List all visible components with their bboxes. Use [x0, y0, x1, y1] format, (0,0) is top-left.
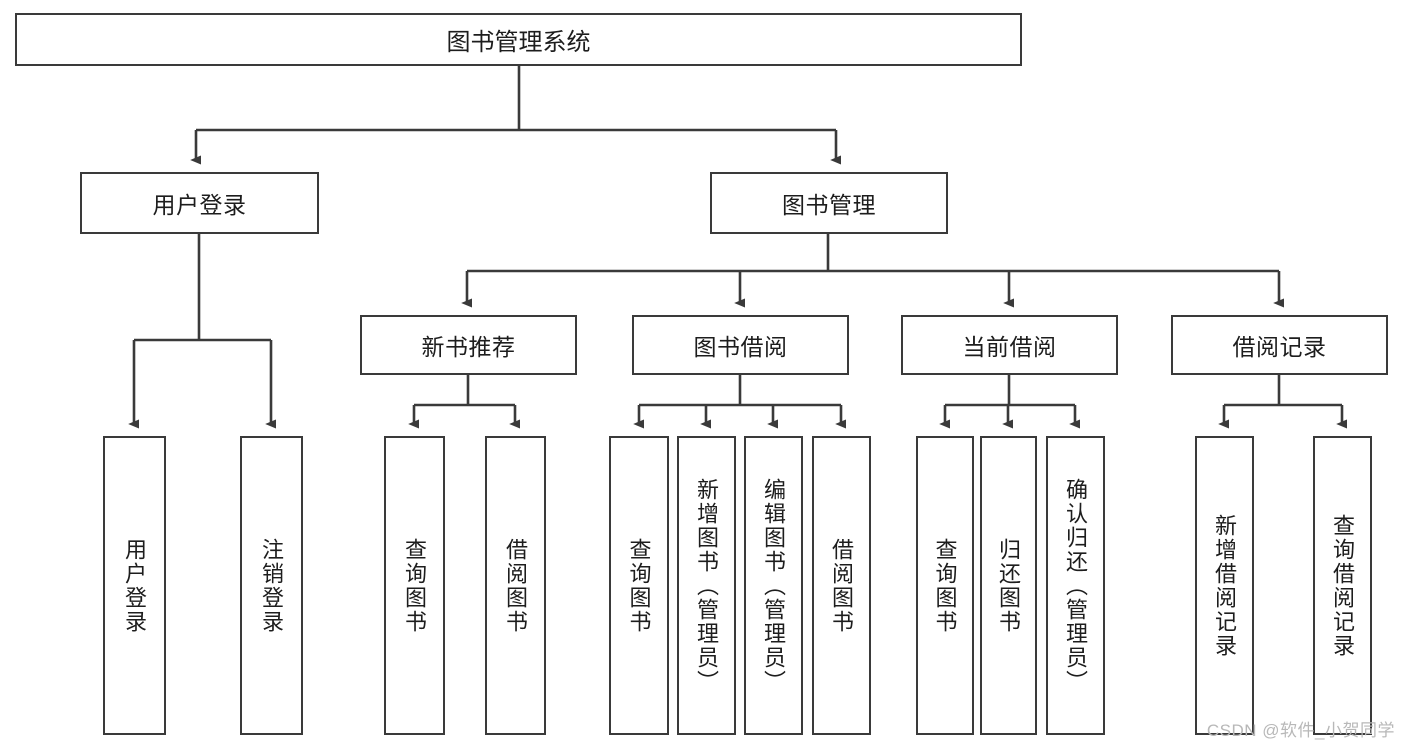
node-borrow-record[interactable]: 借阅记录 [1171, 315, 1388, 375]
leaf-label: 查询借阅记录 [1330, 513, 1356, 658]
leaf-label: 用户登录 [122, 537, 148, 634]
leaf-label: 新增借阅记录 [1212, 513, 1238, 658]
node-current-borrow-label: 当前借阅 [962, 334, 1057, 360]
leaf-current-borrow-1[interactable]: 归还图书 [980, 436, 1037, 735]
leaf-label: 查询图书 [932, 537, 958, 634]
node-current-borrow[interactable]: 当前借阅 [901, 315, 1118, 375]
leaf-borrow-record-1[interactable]: 查询借阅记录 [1313, 436, 1372, 735]
leaf-label: 新增图书（管理员） [694, 477, 720, 694]
leaf-current-borrow-0[interactable]: 查询图书 [916, 436, 974, 735]
csdn-watermark: CSDN @软件_小贺同学 [1206, 721, 1395, 740]
leaf-label: 借阅图书 [829, 537, 855, 634]
leaf-label: 归还图书 [996, 537, 1022, 634]
leaf-borrow-record-0[interactable]: 新增借阅记录 [1195, 436, 1254, 735]
node-book-borrow-label: 图书借阅 [693, 334, 788, 360]
leaf-book-borrow-1[interactable]: 新增图书（管理员） [677, 436, 736, 735]
node-book-manage-label: 图书管理 [782, 192, 876, 218]
leaf-current-borrow-2[interactable]: 确认归还（管理员） [1046, 436, 1105, 735]
leaf-user-login-1[interactable]: 注销登录 [240, 436, 303, 735]
node-book-manage[interactable]: 图书管理 [710, 172, 948, 234]
leaf-label: 查询图书 [402, 537, 428, 634]
node-root[interactable]: 图书管理系统 [15, 13, 1022, 66]
node-borrow-record-label: 借阅记录 [1232, 334, 1327, 360]
node-new-book-recommend-label: 新书推荐 [421, 334, 516, 360]
leaf-label: 借阅图书 [503, 537, 529, 634]
leaf-label: 确认归还（管理员） [1063, 477, 1089, 694]
node-book-borrow[interactable]: 图书借阅 [632, 315, 849, 375]
leaf-user-login-0[interactable]: 用户登录 [103, 436, 166, 735]
leaf-new-book-recommend-0[interactable]: 查询图书 [384, 436, 445, 735]
leaf-label: 查询图书 [626, 537, 652, 634]
node-new-book-recommend[interactable]: 新书推荐 [360, 315, 577, 375]
node-root-label: 图书管理系统 [446, 29, 591, 56]
node-user-login-label: 用户登录 [152, 192, 247, 218]
leaf-book-borrow-0[interactable]: 查询图书 [609, 436, 669, 735]
leaf-label: 注销登录 [259, 537, 285, 634]
leaf-label: 编辑图书（管理员） [761, 477, 787, 694]
leaf-new-book-recommend-1[interactable]: 借阅图书 [485, 436, 546, 735]
leaf-book-borrow-3[interactable]: 借阅图书 [812, 436, 871, 735]
leaf-book-borrow-2[interactable]: 编辑图书（管理员） [744, 436, 803, 735]
node-user-login[interactable]: 用户登录 [80, 172, 319, 234]
